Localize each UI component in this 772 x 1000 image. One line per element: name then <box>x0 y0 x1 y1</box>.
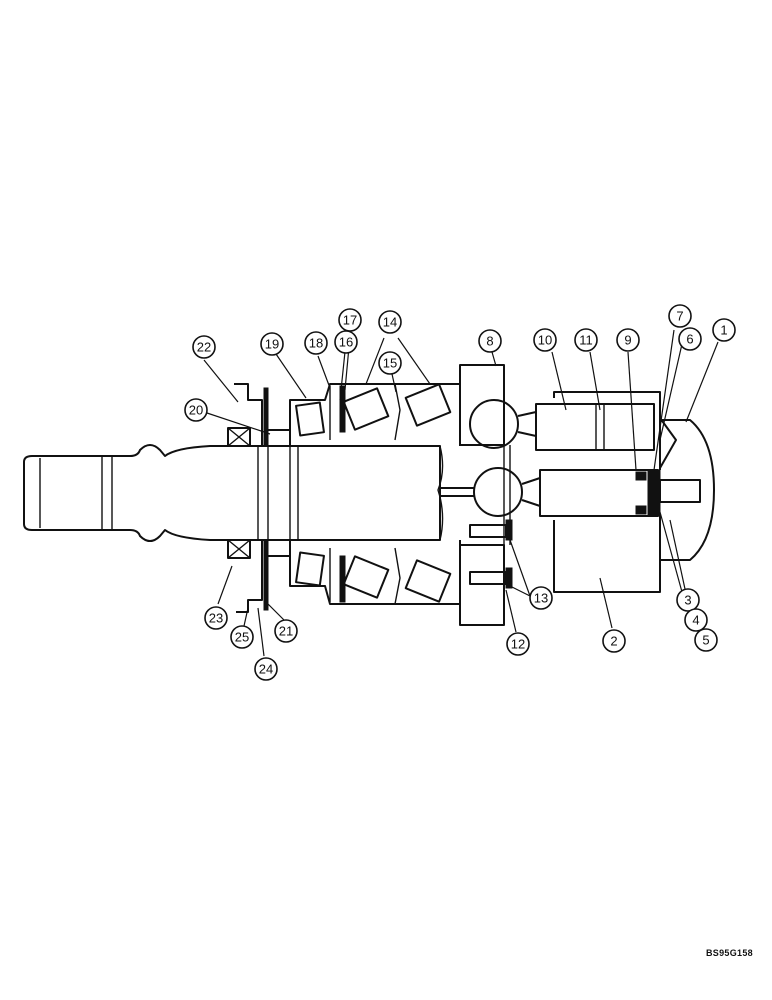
callout-14: 14 <box>378 310 402 334</box>
svg-text:1: 1 <box>720 323 727 338</box>
svg-text:19: 19 <box>265 337 279 352</box>
callout-18: 18 <box>304 331 328 355</box>
svg-text:6: 6 <box>686 332 693 347</box>
svg-text:16: 16 <box>339 335 353 350</box>
svg-text:8: 8 <box>486 334 493 349</box>
callout-19: 19 <box>260 332 284 356</box>
svg-text:15: 15 <box>383 356 397 371</box>
callout-13: 13 <box>529 586 553 610</box>
leader-lines <box>197 329 719 657</box>
callout-24: 24 <box>254 657 278 681</box>
svg-text:4: 4 <box>692 613 699 628</box>
callout-3: 3 <box>676 588 700 612</box>
callout-4: 4 <box>684 608 708 632</box>
callout-10: 10 <box>533 328 557 352</box>
svg-text:7: 7 <box>676 309 683 324</box>
drive-shaft <box>23 444 444 542</box>
callout-20: 20 <box>184 398 208 422</box>
svg-text:24: 24 <box>259 662 273 677</box>
callout-16: 16 <box>334 330 358 354</box>
figure-code: BS95G158 <box>706 948 753 958</box>
callout-1: 1 <box>712 318 736 342</box>
svg-text:14: 14 <box>383 315 397 330</box>
callout-11: 11 <box>574 328 598 352</box>
piston-assembly <box>440 399 659 517</box>
svg-text:9: 9 <box>624 333 631 348</box>
callout-21: 21 <box>274 619 298 643</box>
svg-text:13: 13 <box>534 591 548 606</box>
callout-12: 12 <box>506 632 530 656</box>
svg-text:11: 11 <box>579 333 593 348</box>
svg-text:20: 20 <box>189 403 203 418</box>
callout-2: 2 <box>602 629 626 653</box>
svg-text:21: 21 <box>279 624 293 639</box>
shaft-seal-group <box>227 383 291 613</box>
callout-9: 9 <box>616 328 640 352</box>
callout-5: 5 <box>694 628 718 652</box>
swash-plate <box>459 364 513 626</box>
svg-text:18: 18 <box>309 336 323 351</box>
callout-15: 15 <box>378 351 402 375</box>
svg-text:17: 17 <box>343 313 357 328</box>
bearing-housing <box>289 383 461 605</box>
svg-text:23: 23 <box>209 611 223 626</box>
cylinder-block <box>553 391 715 593</box>
callout-8: 8 <box>478 329 502 353</box>
callout-22: 22 <box>192 335 216 359</box>
callout-23: 23 <box>204 606 228 630</box>
svg-text:2: 2 <box>610 634 617 649</box>
svg-text:12: 12 <box>511 637 525 652</box>
svg-text:22: 22 <box>197 340 211 355</box>
callout-6: 6 <box>678 327 702 351</box>
svg-text:25: 25 <box>235 630 249 645</box>
svg-text:5: 5 <box>702 633 709 648</box>
svg-text:10: 10 <box>538 333 552 348</box>
callout-7: 7 <box>668 304 692 328</box>
callout-17: 17 <box>338 308 362 332</box>
callout-25: 25 <box>230 625 254 649</box>
svg-text:3: 3 <box>684 593 691 608</box>
